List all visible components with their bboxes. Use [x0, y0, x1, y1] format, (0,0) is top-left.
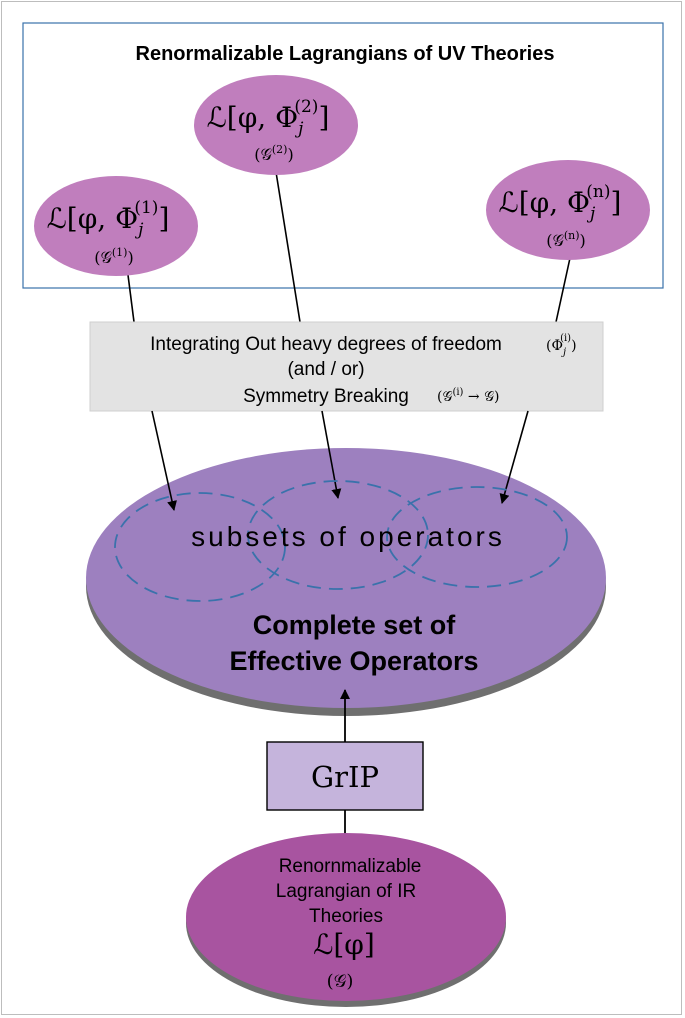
subset-ellipse-3 [386, 486, 568, 588]
uv-lagrangian-n: ℒ[φ, Φj(n)] [499, 182, 622, 224]
ir-lagrangian: ℒ[φ] [313, 928, 375, 961]
uv-ellipse-2 [194, 75, 358, 175]
process-line-3: Symmetry Breaking [243, 386, 409, 407]
uv-group-1: (𝒢(1)) [94, 246, 133, 267]
uv-theory-2: ℒ[φ, Φj(2)] (𝒢(2)) [194, 75, 358, 175]
uv-group-2: (𝒢(2)) [254, 143, 293, 164]
subsets-label: subsets of operators [191, 521, 505, 552]
subset-ellipse-1 [114, 492, 286, 602]
effective-title-line-1: Complete set of [253, 610, 457, 640]
uv-group-n: (𝒢(n)) [546, 229, 586, 250]
process-arrow-2 [321, 410, 342, 499]
ir-line-3: Theories [309, 906, 383, 927]
process-line-1-math: (Φj(i)) [546, 333, 577, 358]
process-arrow-3 [499, 410, 529, 504]
ir-line-2: Lagrangian of IR [276, 881, 417, 902]
uv-theories-box [22, 22, 664, 289]
grip-label: GrIP [311, 760, 379, 794]
uv-lagrangian-2: ℒ[φ, Φj(2)] [207, 97, 330, 139]
subset-ellipse-2 [247, 480, 429, 590]
process-line-1: Integrating Out heavy degrees of freedom [150, 334, 502, 355]
uv-lagrangian-1: ℒ[φ, Φj(1)] [47, 198, 170, 240]
uv-ellipse-n [486, 160, 650, 260]
uv-connector-1 [127, 274, 135, 323]
ir-group: (𝒢) [327, 971, 354, 992]
process-arrow-1 [151, 410, 177, 511]
process-line-3-math: (𝒢(i) → 𝒢) [437, 387, 500, 405]
process-line-2: (and / or) [287, 359, 364, 380]
effective-title-line-2: Effective Operators [229, 646, 478, 676]
uv-ellipse-1 [34, 176, 198, 276]
ir-line-1: Renornmalizable [279, 856, 422, 877]
grip-box [266, 741, 424, 811]
ir-ellipse [186, 833, 506, 1001]
effective-ellipse [86, 448, 606, 708]
uv-theory-n: ℒ[φ, Φj(n)] (𝒢(n)) [486, 160, 650, 260]
uv-theory-1: ℒ[φ, Φj(1)] (𝒢(1)) [34, 176, 198, 276]
uv-connector-n [555, 257, 571, 323]
uv-box-title: Renormalizable Lagrangians of UV Theorie… [136, 43, 555, 65]
process-box [89, 321, 604, 412]
uv-connector-2 [275, 171, 301, 323]
